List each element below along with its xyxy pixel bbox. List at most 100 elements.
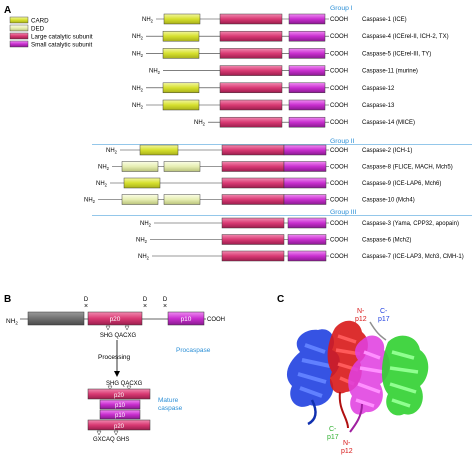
small-subunit [288, 116, 326, 128]
card-domain [162, 48, 200, 59]
label-c-p17-top: C- [380, 308, 388, 315]
panel-c-label: C [277, 294, 284, 305]
processing-label: Processing [98, 354, 131, 361]
large-subunit [219, 82, 283, 94]
caspase-row: NH2 COOH Caspase-5 (ICErel-III, TY) [132, 48, 431, 59]
p20-label: p20 [110, 316, 121, 323]
cooh-label: COOH [330, 86, 348, 92]
mature-p10-top-label: p10 [115, 403, 126, 409]
caspase-row: NH2 COOH Caspase-14 (MICE) [194, 116, 415, 128]
large-subunit [219, 116, 283, 128]
mature-p20-bottom [87, 419, 151, 431]
caspase-name: Caspase-12 [362, 86, 395, 92]
nh2-label: NH2 [136, 238, 148, 245]
caspase-row: NH2 COOH Caspase-4 (ICErel-II, ICH-2, TX) [132, 30, 449, 42]
legend-swatch-0 [9, 16, 29, 24]
caspase-name: Caspase-8 (FLICE, MACH, Mch5) [362, 165, 453, 171]
cooh-label: COOH [330, 17, 348, 23]
cooh-label: COOH [330, 69, 348, 75]
caspase-name: Caspase-5 (ICErel-III, TY) [362, 51, 431, 57]
cleavage-site-d-1: D [84, 297, 89, 303]
large-subunit [219, 99, 283, 111]
cooh-label: COOH [330, 120, 348, 126]
caspase-name: Caspase-9 (ICE-LAP6, Mch6) [362, 181, 441, 187]
panel-c: C N- p12 C- p17 C- p17 N- p12 [277, 294, 429, 455]
label-n-p12-bottom-2: p12 [341, 448, 353, 455]
prodomain-box [27, 311, 85, 326]
cooh-label: COOH [330, 51, 348, 57]
label-n-p12-top-2: p12 [355, 316, 367, 323]
panel-b-label: B [4, 294, 11, 305]
large-subunit [219, 30, 283, 42]
group-title-2: Group III [330, 209, 357, 216]
nh2-label: NH2 [194, 120, 206, 127]
caspase-name: Caspase-7 (ICE-LAP3, Mch3, CMH-1) [362, 254, 464, 260]
small-subunit [283, 144, 327, 156]
nh2-label: NH2 [132, 103, 144, 110]
label-c-p17-bottom: C- [329, 426, 337, 433]
cleavage-site-d-3: D [163, 297, 168, 303]
ded-domain [163, 161, 201, 172]
small-subunit [283, 177, 327, 189]
card-domain [139, 144, 179, 156]
label-c-p17-bottom-2: p17 [327, 434, 339, 441]
legend-swatch-2 [9, 32, 29, 40]
cooh-label: COOH [330, 148, 348, 154]
mature-p10-top [99, 399, 141, 410]
caspase-name: Caspase-13 [362, 103, 395, 109]
procaspase-cooh-label: COOH [207, 317, 225, 323]
large-subunit [221, 161, 285, 172]
small-subunit [283, 194, 327, 205]
protein-structure-ribbon [286, 320, 429, 433]
mature-p20-top-label: p20 [114, 393, 125, 399]
motif-label-top: SHG QACXG [100, 333, 137, 339]
cleavage-site-x-2: × [143, 303, 147, 310]
nh2-label: NH2 [98, 165, 110, 172]
panel-b: B NH2 p20 p10 COOH D × D × D × SHG QACXG… [4, 294, 225, 443]
legend-label-0: CARD [31, 18, 49, 25]
large-subunit [221, 217, 285, 229]
motif-label-mid: SHG QACXG [106, 381, 143, 387]
nh2-label: NH2 [96, 181, 108, 188]
caspase-name: Caspase-6 (Mch2) [362, 238, 411, 244]
caspase-name: Caspase-4 (ICErel-II, ICH-2, TX) [362, 34, 449, 40]
cooh-label: COOH [330, 34, 348, 40]
mature-caspase-label-1: Mature [158, 397, 179, 404]
caspase-name: Caspase-10 (Mch4) [362, 198, 415, 204]
procaspase-label: Procaspase [176, 347, 211, 354]
large-subunit [221, 194, 285, 205]
caspase-name: Caspase-3 (Yama, CPP32, apopain) [362, 221, 459, 227]
small-subunit [283, 161, 327, 172]
card-domain [163, 13, 201, 25]
mature-p20-bottom-label: p20 [114, 424, 125, 430]
cleavage-site-x-1: × [84, 303, 88, 310]
nh2-label: NH2 [132, 34, 144, 41]
group-title-0: Group I [330, 5, 353, 12]
mature-p10-bottom-label: p10 [115, 413, 126, 419]
caspase-name: Caspase-14 (MICE) [362, 120, 415, 126]
mature-caspase-label-2: caspase [158, 405, 183, 412]
card-domain [162, 99, 200, 111]
caspase-name: Caspase-2 (ICH-1) [362, 148, 412, 154]
large-subunit [221, 177, 285, 189]
cooh-label: COOH [330, 221, 348, 227]
small-subunit [288, 30, 326, 42]
ded-domain [121, 161, 159, 172]
label-c-p17-top-2: p17 [378, 316, 390, 323]
large-subunit [221, 250, 285, 262]
large-subunit [219, 48, 283, 59]
small-subunit [288, 99, 326, 111]
nh2-label: NH2 [132, 51, 144, 58]
large-subunit [219, 65, 283, 76]
cleavage-site-x-3: × [163, 303, 167, 310]
cooh-label: COOH [330, 181, 348, 187]
